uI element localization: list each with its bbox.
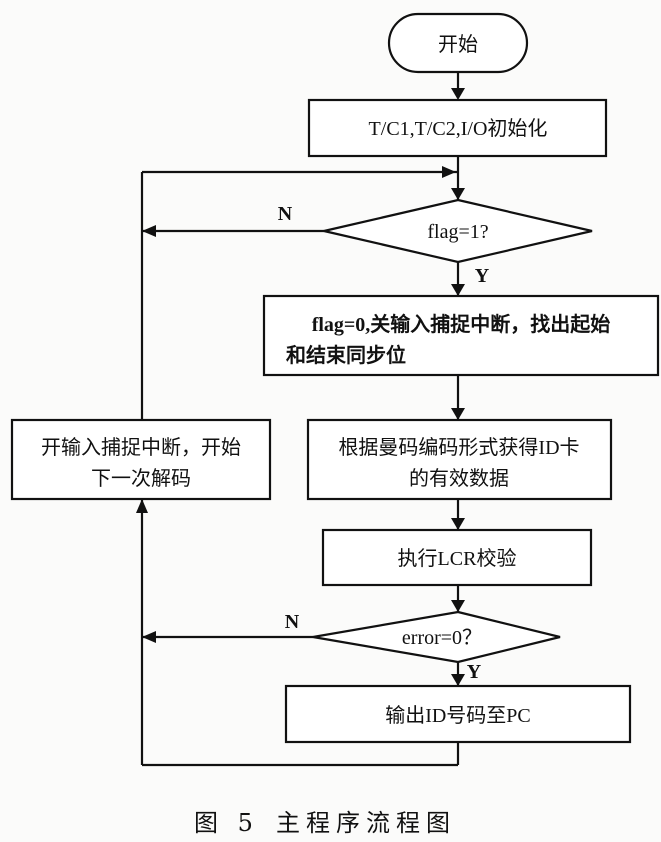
decode-box [306, 418, 613, 501]
restart-line1: 开输入捕捉中断，开始 [41, 436, 241, 459]
error-yes-label: Y [467, 661, 482, 683]
init-box [307, 98, 608, 158]
lcr-box [321, 528, 593, 587]
arrow-head [451, 518, 465, 530]
arrow-head [442, 166, 456, 178]
flag-no-label: N [278, 203, 293, 225]
restart-box [10, 418, 272, 501]
find-sync-line2: 和结束同步位 [286, 343, 406, 367]
arrow-head [142, 631, 156, 643]
arrow-head [451, 408, 465, 420]
arrow-head [142, 225, 156, 237]
lcr-label: 执行LCR校验 [398, 547, 517, 570]
arrow-head [451, 188, 465, 200]
figure-number: 图 5 [194, 809, 259, 837]
error-no-label: N [285, 611, 300, 633]
arrow-head [451, 600, 465, 612]
start-label: 开始 [438, 33, 478, 56]
init-label: T/C1,T/C2,I/O初始化 [369, 117, 548, 140]
error-decision-label: error=0？ [402, 627, 482, 649]
arrow-head [136, 499, 148, 513]
flag-decision-label: flag=1? [427, 221, 488, 243]
flag-yes-label: Y [475, 265, 490, 287]
decode-line2: 的有效数据 [409, 467, 509, 490]
arrow-head [451, 88, 465, 100]
decode-line1: 根据曼码编码形式获得ID卡 [338, 436, 579, 459]
figure-title: 主程序流程图 [276, 809, 456, 837]
find-sync-line1: flag=0,关输入捕捉中断，找出起始 [312, 312, 611, 336]
restart-line2: 下一次解码 [91, 467, 191, 490]
arrow-head [451, 674, 465, 686]
find-sync-box [262, 294, 660, 377]
arrow-head [451, 284, 465, 296]
output-label: 输出ID号码至PC [385, 704, 531, 727]
